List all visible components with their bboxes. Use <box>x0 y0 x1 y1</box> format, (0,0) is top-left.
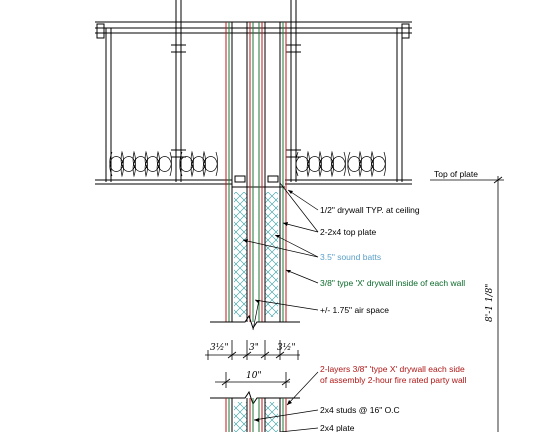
party-wall-upper <box>225 22 287 190</box>
ceiling-structure <box>95 0 412 188</box>
label-drywall-ceiling: 1/2" drywall TYP. at ceiling <box>320 205 420 215</box>
leader-lines <box>242 182 319 432</box>
label-top-plate: 2-2x4 top plate <box>320 227 377 237</box>
label-fire-wall-line1: 2-layers 3/8" 'type X' drywall each side <box>320 364 465 374</box>
ceiling-insulation <box>109 150 386 178</box>
label-type-x-drywall: 3/8" type 'X' drywall inside of each wal… <box>320 278 465 288</box>
label-fire-wall-line2: of assembly 2-hour fire rated party wall <box>320 375 467 385</box>
label-sound-batts: 3.5" sound batts <box>320 252 381 262</box>
dim-right-stud: 3½" <box>277 342 296 353</box>
leader-arrowheads <box>243 190 293 422</box>
break-symbols <box>171 44 301 158</box>
label-top-of-plate: Top of plate <box>434 169 478 179</box>
wall-section-lower <box>210 190 300 330</box>
wall-section-bottom <box>210 390 300 432</box>
dim-overall: 10" <box>246 371 262 381</box>
dim-height: 8'-1 1/8" <box>485 284 495 322</box>
label-studs: 2x4 studs @ 16" O.C <box>320 405 400 415</box>
label-bottom-plate: 2x4 plate <box>320 423 355 432</box>
label-air-space: +/- 1.75" air space <box>320 305 389 315</box>
dim-gap: 3" <box>249 343 259 353</box>
dim-left-stud: 3½" <box>210 342 229 353</box>
dimension-lines <box>205 176 504 432</box>
